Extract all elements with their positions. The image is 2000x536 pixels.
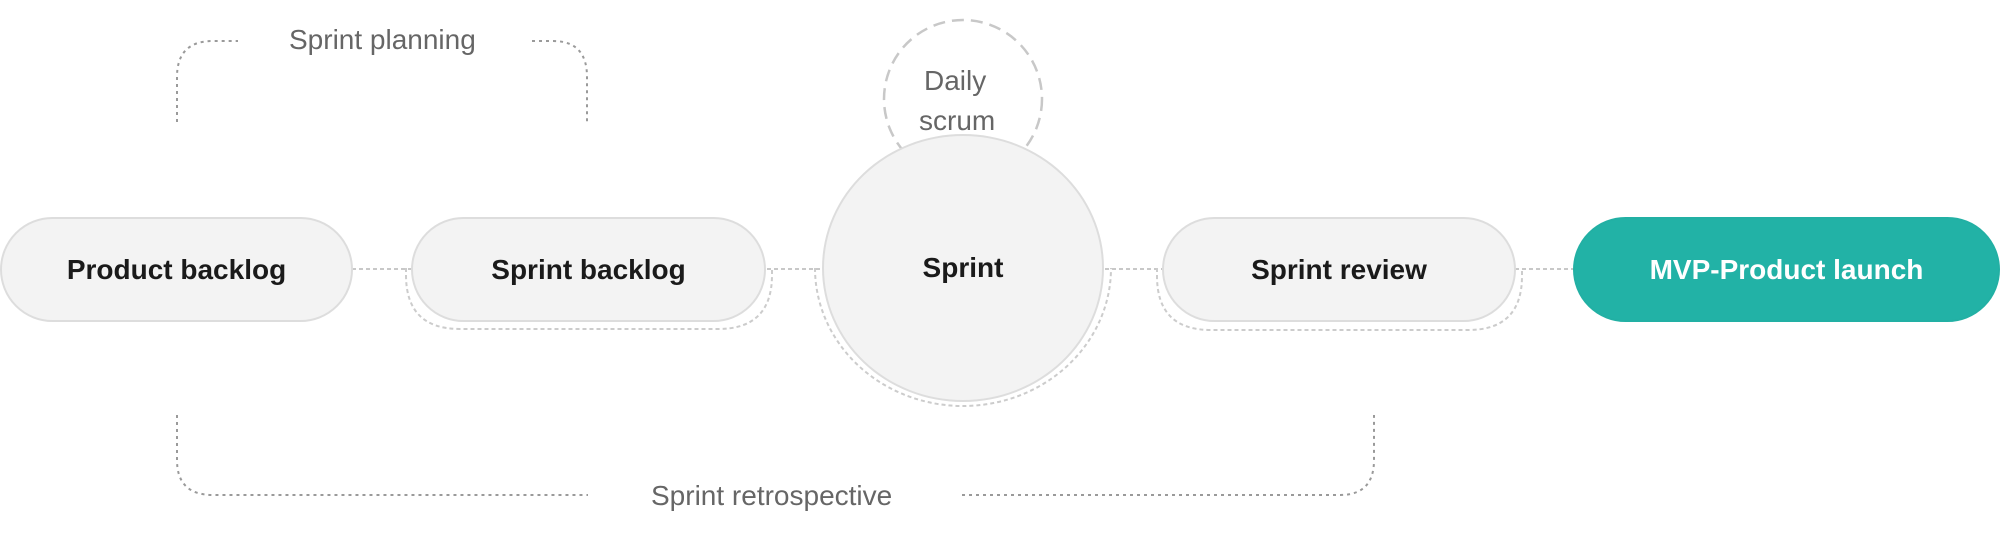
sprint-review-node[interactable]: Sprint review (1162, 217, 1516, 322)
daily-scrum-label-line2: scrum (919, 105, 996, 136)
sprint-planning-bracket-right (532, 40, 588, 122)
sprint-node[interactable]: Sprint (822, 134, 1104, 402)
mvp-product-launch-node[interactable]: MVP-Product launch (1573, 217, 2000, 322)
sprint-planning-label: Sprint planning (289, 24, 476, 55)
daily-scrum-label-line1: Daily (924, 65, 987, 96)
sprint-retrospective-label: Sprint retrospective (651, 480, 893, 511)
sprint-review-shadow-outline (1156, 268, 1523, 331)
sprint-backlog-shadow-outline (405, 268, 773, 330)
sprint-planning-bracket-left (176, 40, 238, 122)
sprint-shadow-outline (814, 267, 1112, 407)
sprint-backlog-node[interactable]: Sprint backlog (411, 217, 766, 322)
sprint-retrospective-bracket-right (962, 415, 1375, 496)
sprint-retrospective-bracket-left (176, 415, 588, 496)
product-backlog-node[interactable]: Product backlog (0, 217, 353, 322)
